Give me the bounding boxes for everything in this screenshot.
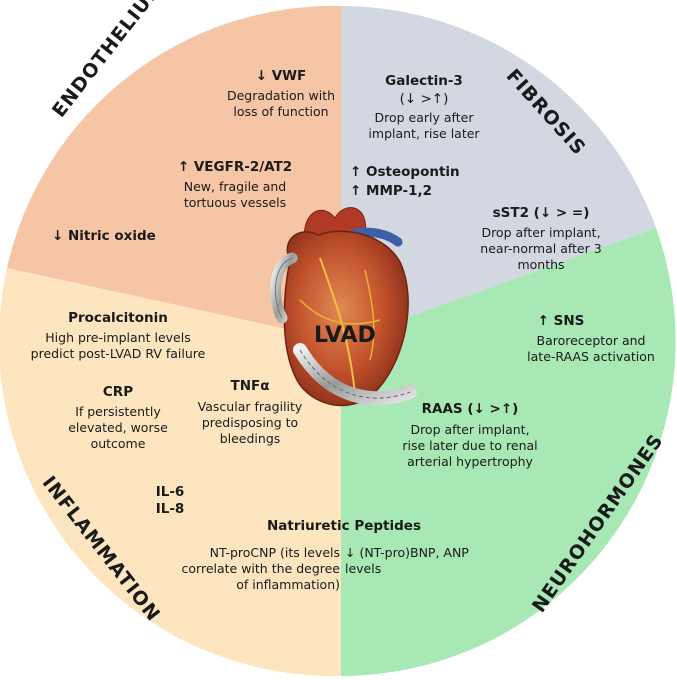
vegfr-title: ↑ VEGFR-2/AT2 xyxy=(177,159,293,175)
il6-title: IL-6 xyxy=(155,484,185,500)
vwf-title: ↓ VWF xyxy=(255,68,307,84)
lvad-center-label: LVAD xyxy=(314,323,376,348)
sst2-title: sST2 (↓ > =) xyxy=(492,205,590,221)
procalcitonin-desc-2: predict post-LVAD RV failure xyxy=(30,346,206,361)
raas-desc-1: Drop after implant, xyxy=(410,422,530,437)
tnf-desc-2: predisposing to xyxy=(201,415,299,430)
il8-title: IL-8 xyxy=(155,501,185,517)
natriuretic-desc-1: NT-proCNP (its levels xyxy=(209,545,340,560)
natriuretic-title: Natriuretic Peptides xyxy=(266,518,421,534)
natriuretic-desc-3: of inflammation) xyxy=(236,577,340,592)
heart-lvad-illustration xyxy=(269,207,417,407)
galectin-title: Galectin-3 xyxy=(385,73,463,89)
sst2-desc-3: months xyxy=(517,257,565,272)
inflammation-sector xyxy=(0,268,341,677)
tnf-desc-1: Vascular fragility xyxy=(197,399,303,414)
vegfr-desc-2: tortuous vessels xyxy=(183,195,287,210)
raas-desc-2: rise later due to renal xyxy=(402,438,538,453)
procalcitonin-desc-1: High pre-implant levels xyxy=(45,330,191,345)
crp-title: CRP xyxy=(102,384,134,400)
raas-title: RAAS (↓ >↑) xyxy=(421,401,519,417)
endothelium-sector xyxy=(7,5,341,342)
bnp-anp-desc-2: levels xyxy=(345,561,382,576)
sst2-desc-2: near-normal after 3 xyxy=(480,241,602,256)
sns-desc-1: Baroreceptor and xyxy=(536,333,646,348)
fibrosis-sector xyxy=(341,6,656,341)
crp-desc-1: If persistently xyxy=(75,404,161,419)
osteopontin-title: ↑ Osteopontin xyxy=(350,164,460,180)
raas-desc-3: arterial hypertrophy xyxy=(407,454,533,469)
crp-desc-3: outcome xyxy=(90,436,146,451)
sst2-desc-1: Drop after implant, xyxy=(481,225,601,240)
vwf-desc-1: Degradation with xyxy=(226,88,336,103)
sns-desc-2: late-RAAS activation xyxy=(527,349,655,364)
sns-title: ↑ SNS xyxy=(537,313,585,329)
natriuretic-desc-2: correlate with the degree xyxy=(181,561,340,576)
vwf-desc-2: loss of function xyxy=(233,104,329,119)
vegfr-desc-1: New, fragile and xyxy=(183,179,287,194)
tnf-desc-3: bleedings xyxy=(219,431,281,446)
bnp-anp-desc-1: ↓ (NT-pro)BNP, ANP xyxy=(345,545,469,560)
procalcitonin-title: Procalcitonin xyxy=(68,310,168,326)
galectin-desc-1: Drop early after xyxy=(374,110,474,125)
nitric-oxide-title: ↓ Nitric oxide xyxy=(52,228,156,244)
galectin-desc-2: implant, rise later xyxy=(368,126,480,141)
galectin-trend: (↓ >↑) xyxy=(399,91,449,107)
crp-desc-2: elevated, worse xyxy=(68,420,168,435)
mmp-title: ↑ MMP-1,2 xyxy=(350,183,433,199)
neurohormones-sector xyxy=(341,228,676,676)
tnf-title: TNFα xyxy=(230,378,270,394)
